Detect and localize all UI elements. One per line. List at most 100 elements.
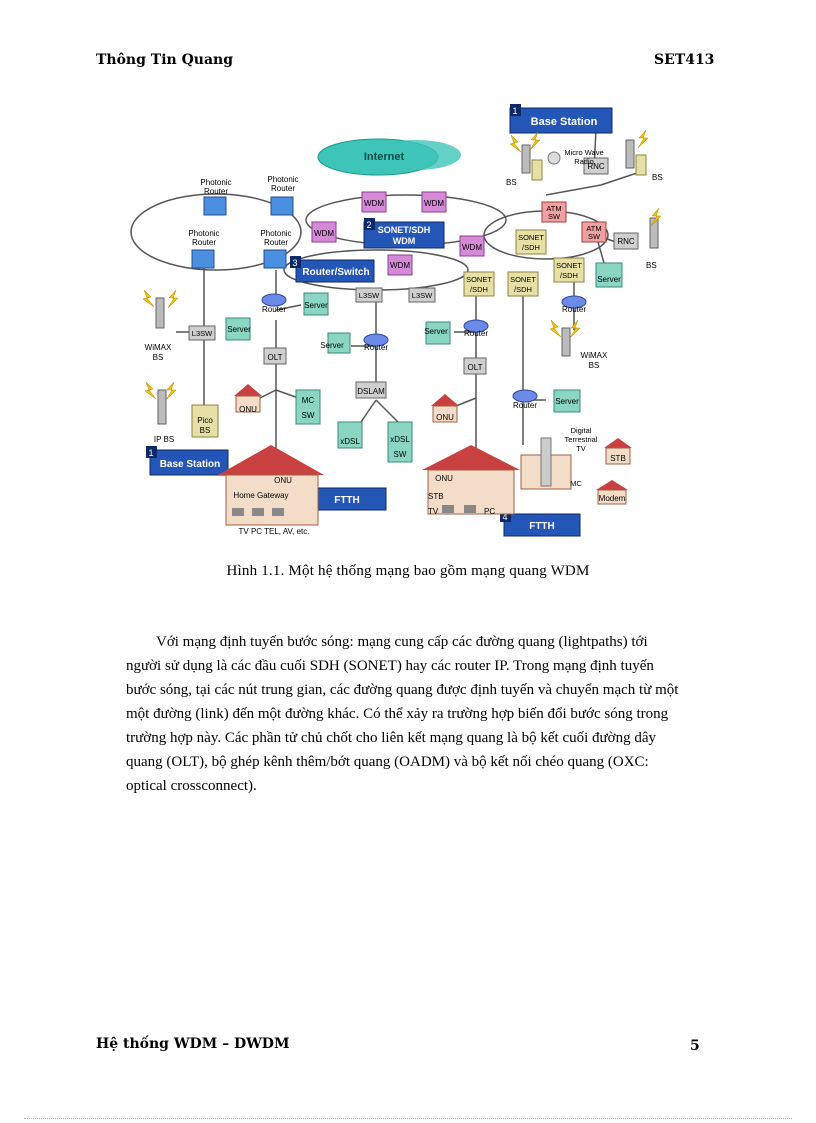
wdm-label: WDM — [390, 261, 410, 270]
svg-text:Photonic: Photonic — [267, 175, 298, 184]
sdh-label: /SDH — [470, 285, 488, 294]
server-nodes — [225, 262, 623, 413]
svg-text:BS: BS — [200, 426, 211, 435]
svg-text:Modem: Modem — [599, 494, 626, 503]
body-line: quang (OLT), bộ ghép kênh thêm/bớt quang… — [126, 754, 649, 770]
sonet-sdh-nodes — [463, 229, 585, 297]
onu-house: ONU — [234, 384, 262, 414]
svg-text:Router: Router — [271, 184, 295, 193]
callout-number: 3 — [292, 258, 297, 268]
figure-caption: Hình 1.1. Một hệ thống mạng bao gồm mạng… — [226, 563, 590, 579]
sdh-label: /SDH — [514, 285, 532, 294]
xdsl-node: xDSL — [337, 421, 363, 449]
svg-text:SW: SW — [394, 450, 407, 459]
header-course-code: SET413 — [654, 52, 715, 68]
server-label: Server — [320, 341, 344, 350]
callout-number: 1 — [148, 448, 153, 458]
olt-node: OLT — [263, 347, 287, 365]
l3sw-node: L3SW — [408, 287, 436, 303]
wdm-nodes — [311, 191, 485, 276]
svg-text:BS: BS — [153, 353, 164, 362]
svg-text:Micro Wave: Micro Wave — [564, 148, 603, 157]
body-line: một đường (link) đến một đường khác. Có … — [126, 706, 669, 722]
svg-text:Router: Router — [264, 238, 288, 247]
sonet-label: SONET — [510, 275, 536, 284]
body-line: trường hợp này. Các phần tử chủ chốt cho… — [126, 730, 657, 746]
svg-text:PC: PC — [484, 507, 495, 516]
svg-text:WiMAX: WiMAX — [581, 351, 608, 360]
callout-label: SONET/SDH — [378, 225, 431, 235]
router-node: Router — [463, 319, 489, 338]
callout-label: FTTH — [529, 521, 555, 532]
xdsl-sw-node: xDSL SW — [387, 421, 413, 463]
photonic-router-node: Photonic Router — [260, 229, 292, 269]
wimax-bs-left: WiMAX BS — [145, 297, 172, 362]
wdm-label: WDM — [364, 199, 384, 208]
sdh-label: /SDH — [522, 243, 540, 252]
svg-text:BS: BS — [646, 261, 657, 270]
svg-text:L3SW: L3SW — [192, 329, 213, 338]
callout-base-station-top: 1 Base Station — [509, 104, 613, 134]
antenna-icon: BS — [506, 144, 543, 187]
svg-text:ATM: ATM — [586, 224, 601, 233]
sonet-label: SONET — [518, 233, 544, 242]
body-line: bước sóng, tại các nút trung gian, các đ… — [126, 682, 679, 698]
dslam-node: DSLAM — [355, 381, 387, 399]
stb-house-large: ONU STB TV PC — [422, 445, 520, 516]
svg-text:Radio: Radio — [574, 157, 594, 166]
svg-text:MC: MC — [570, 479, 582, 488]
header-title: Thông Tin Quang — [96, 52, 233, 68]
svg-text:RNC: RNC — [617, 237, 635, 246]
svg-text:Router: Router — [364, 343, 388, 352]
server-label: Server — [555, 397, 579, 406]
svg-text:SW: SW — [302, 411, 315, 420]
microwave-radio: Micro Wave Radio — [547, 148, 604, 166]
mc-sw-node: MC SW — [295, 389, 321, 425]
pico-bs-node: Pico BS — [191, 404, 219, 438]
home-gateway-house: ONU Home Gateway TV PC TEL, AV, etc. — [218, 445, 324, 536]
server-label: Server — [424, 327, 448, 336]
ip-bs-node: IP BS — [154, 389, 174, 444]
callout-sonet-sdh-wdm: 2 SONET/SDH WDM — [363, 218, 445, 249]
antenna-icon: BS — [625, 139, 663, 182]
svg-text:Router: Router — [513, 401, 537, 410]
digital-terrestrial-tv: Digital Terrestrial TV MC — [520, 426, 598, 490]
svg-text:Terrestrial: Terrestrial — [565, 435, 598, 444]
router-node: Router — [261, 293, 287, 314]
onu-house: ONU — [431, 394, 459, 423]
svg-text:Router: Router — [192, 238, 216, 247]
svg-text:ATM: ATM — [546, 204, 561, 213]
server-label: Server — [597, 275, 621, 284]
wdm-label: WDM — [314, 229, 334, 238]
callout-label: Router/Switch — [302, 267, 369, 278]
footer-title: Hệ thống WDM – DWDM — [96, 1036, 290, 1052]
photonic-router-node: Photonic Router — [188, 229, 220, 269]
svg-text:OLT: OLT — [268, 353, 283, 362]
l3sw-node: L3SW — [188, 325, 216, 341]
svg-text:ONU: ONU — [435, 474, 453, 483]
svg-text:ONU: ONU — [239, 405, 257, 414]
svg-text:xDSL: xDSL — [390, 435, 410, 444]
rnc-node: RNC — [583, 157, 609, 175]
sonet-label: SONET — [466, 275, 492, 284]
network-figure: Internet 1 Base Station 2 SONET/SDH WDM … — [126, 100, 726, 545]
svg-text:ONU: ONU — [436, 413, 454, 422]
svg-text:BS: BS — [589, 361, 600, 370]
svg-text:MC: MC — [302, 396, 315, 405]
router-node: Router — [561, 295, 587, 314]
body-line: Với mạng định tuyến bước sóng: mạng cung… — [156, 634, 648, 650]
modem-house: Modem — [596, 480, 628, 505]
olt-node: OLT — [463, 357, 487, 375]
callout-label: Base Station — [160, 459, 221, 470]
router-node: Router — [512, 389, 538, 410]
svg-text:TV: TV — [576, 444, 586, 453]
internet-label: Internet — [364, 151, 405, 163]
internet-cloud: Internet — [317, 138, 461, 176]
svg-text:STB: STB — [428, 492, 444, 501]
atm-switch-node: ATM SW — [581, 221, 607, 243]
stb-house: STB — [604, 438, 632, 465]
wimax-bs-right: WiMAX BS — [561, 327, 608, 370]
svg-text:ONU: ONU — [274, 476, 292, 485]
svg-text:WiMAX: WiMAX — [145, 343, 172, 352]
svg-text:Digital: Digital — [571, 426, 592, 435]
